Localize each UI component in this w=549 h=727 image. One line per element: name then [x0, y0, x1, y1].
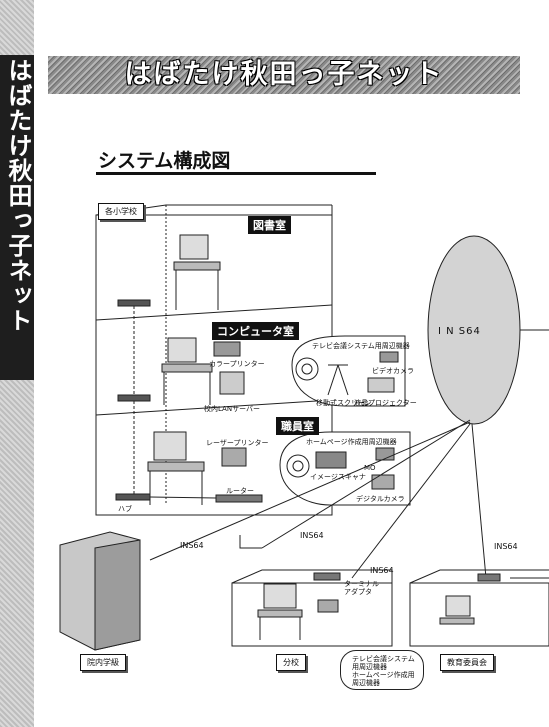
ins64-label-c: INS64 [370, 566, 394, 575]
room-library: 図書室 [248, 216, 291, 234]
branch-school-label: 分校 [276, 654, 306, 671]
lan-server-shape [219, 371, 245, 395]
floor-1 [95, 304, 333, 321]
hub-label: ハブ [118, 505, 132, 513]
library-monitor [179, 234, 209, 260]
room-staff: 職員室 [276, 417, 319, 435]
board-box [409, 582, 549, 647]
router-shape [215, 494, 263, 503]
ins64-line-branch [351, 423, 471, 579]
hub-1 [117, 299, 151, 307]
ins64-label-b: INS64 [180, 541, 204, 550]
side-title-box [0, 55, 34, 380]
mo-label: MO [364, 464, 376, 472]
banner-title: はばたけ秋田っ子ネット [124, 59, 444, 90]
ins64-label-a: INS64 [300, 531, 324, 540]
router-label: ルーター [226, 487, 254, 495]
branch-note-line2: 用周辺機器 [352, 663, 387, 671]
school-label: 各小学校 [98, 203, 144, 220]
title-banner [48, 56, 520, 94]
ins64-line-school [261, 419, 471, 549]
color-printer-label: カラープリンター [209, 360, 265, 368]
ins64-line-board [471, 423, 487, 579]
board-of-education-label: 教育委員会 [440, 654, 494, 671]
video-camera-shape [379, 351, 399, 363]
lan-server-label: 校内LANサーバー [204, 405, 261, 413]
floor-2 [95, 399, 333, 416]
laser-printer-label: レーザープリンター [206, 439, 269, 447]
staff-room-monitor [153, 431, 187, 461]
projector-shape [367, 377, 395, 393]
color-printer-shape [213, 341, 241, 357]
screen-label: 移動式スクリーン [316, 399, 372, 407]
tv-conf-label: テレビ会議システム用周辺機器 [312, 342, 410, 350]
section-title: システム構成図 [98, 150, 231, 172]
hp-peripherals-label: ホームページ作成用周辺機器 [306, 438, 397, 446]
hub-2 [117, 394, 151, 402]
section-rule [96, 172, 376, 175]
ins64-label-d: INS64 [494, 542, 518, 551]
hospital-class-label: 院内学級 [80, 654, 126, 671]
branch-note-line1: テレビ会議システム [352, 655, 415, 663]
branch-school-box [231, 582, 393, 647]
hub-3 [115, 493, 151, 501]
image-scanner-shape [315, 451, 347, 469]
laser-printer-shape [221, 447, 247, 467]
digital-camera-shape [371, 474, 395, 490]
image-scanner-label: イメージスキャナ [310, 473, 366, 481]
ins64-line-hospital [149, 421, 471, 561]
terminal-adapter-label: ターミナルアダプタ [344, 580, 379, 596]
projector-label: 液晶プロジェクター [354, 399, 417, 407]
branch-note-line3: ホームページ作成用 [352, 671, 415, 679]
video-camera-label: ビデオカメラ [372, 367, 414, 375]
branch-note-line4: 周辺機器 [352, 679, 380, 687]
side-title: はばたけ秋田っ子ネット [4, 58, 32, 333]
room-computer: コンピュータ室 [212, 322, 299, 340]
digital-camera-label: デジタルカメラ [356, 495, 405, 503]
branch-note-bubble [340, 650, 424, 690]
computer-room-monitor [167, 337, 197, 363]
ins64-cloud-label: I N S64 [438, 326, 481, 337]
